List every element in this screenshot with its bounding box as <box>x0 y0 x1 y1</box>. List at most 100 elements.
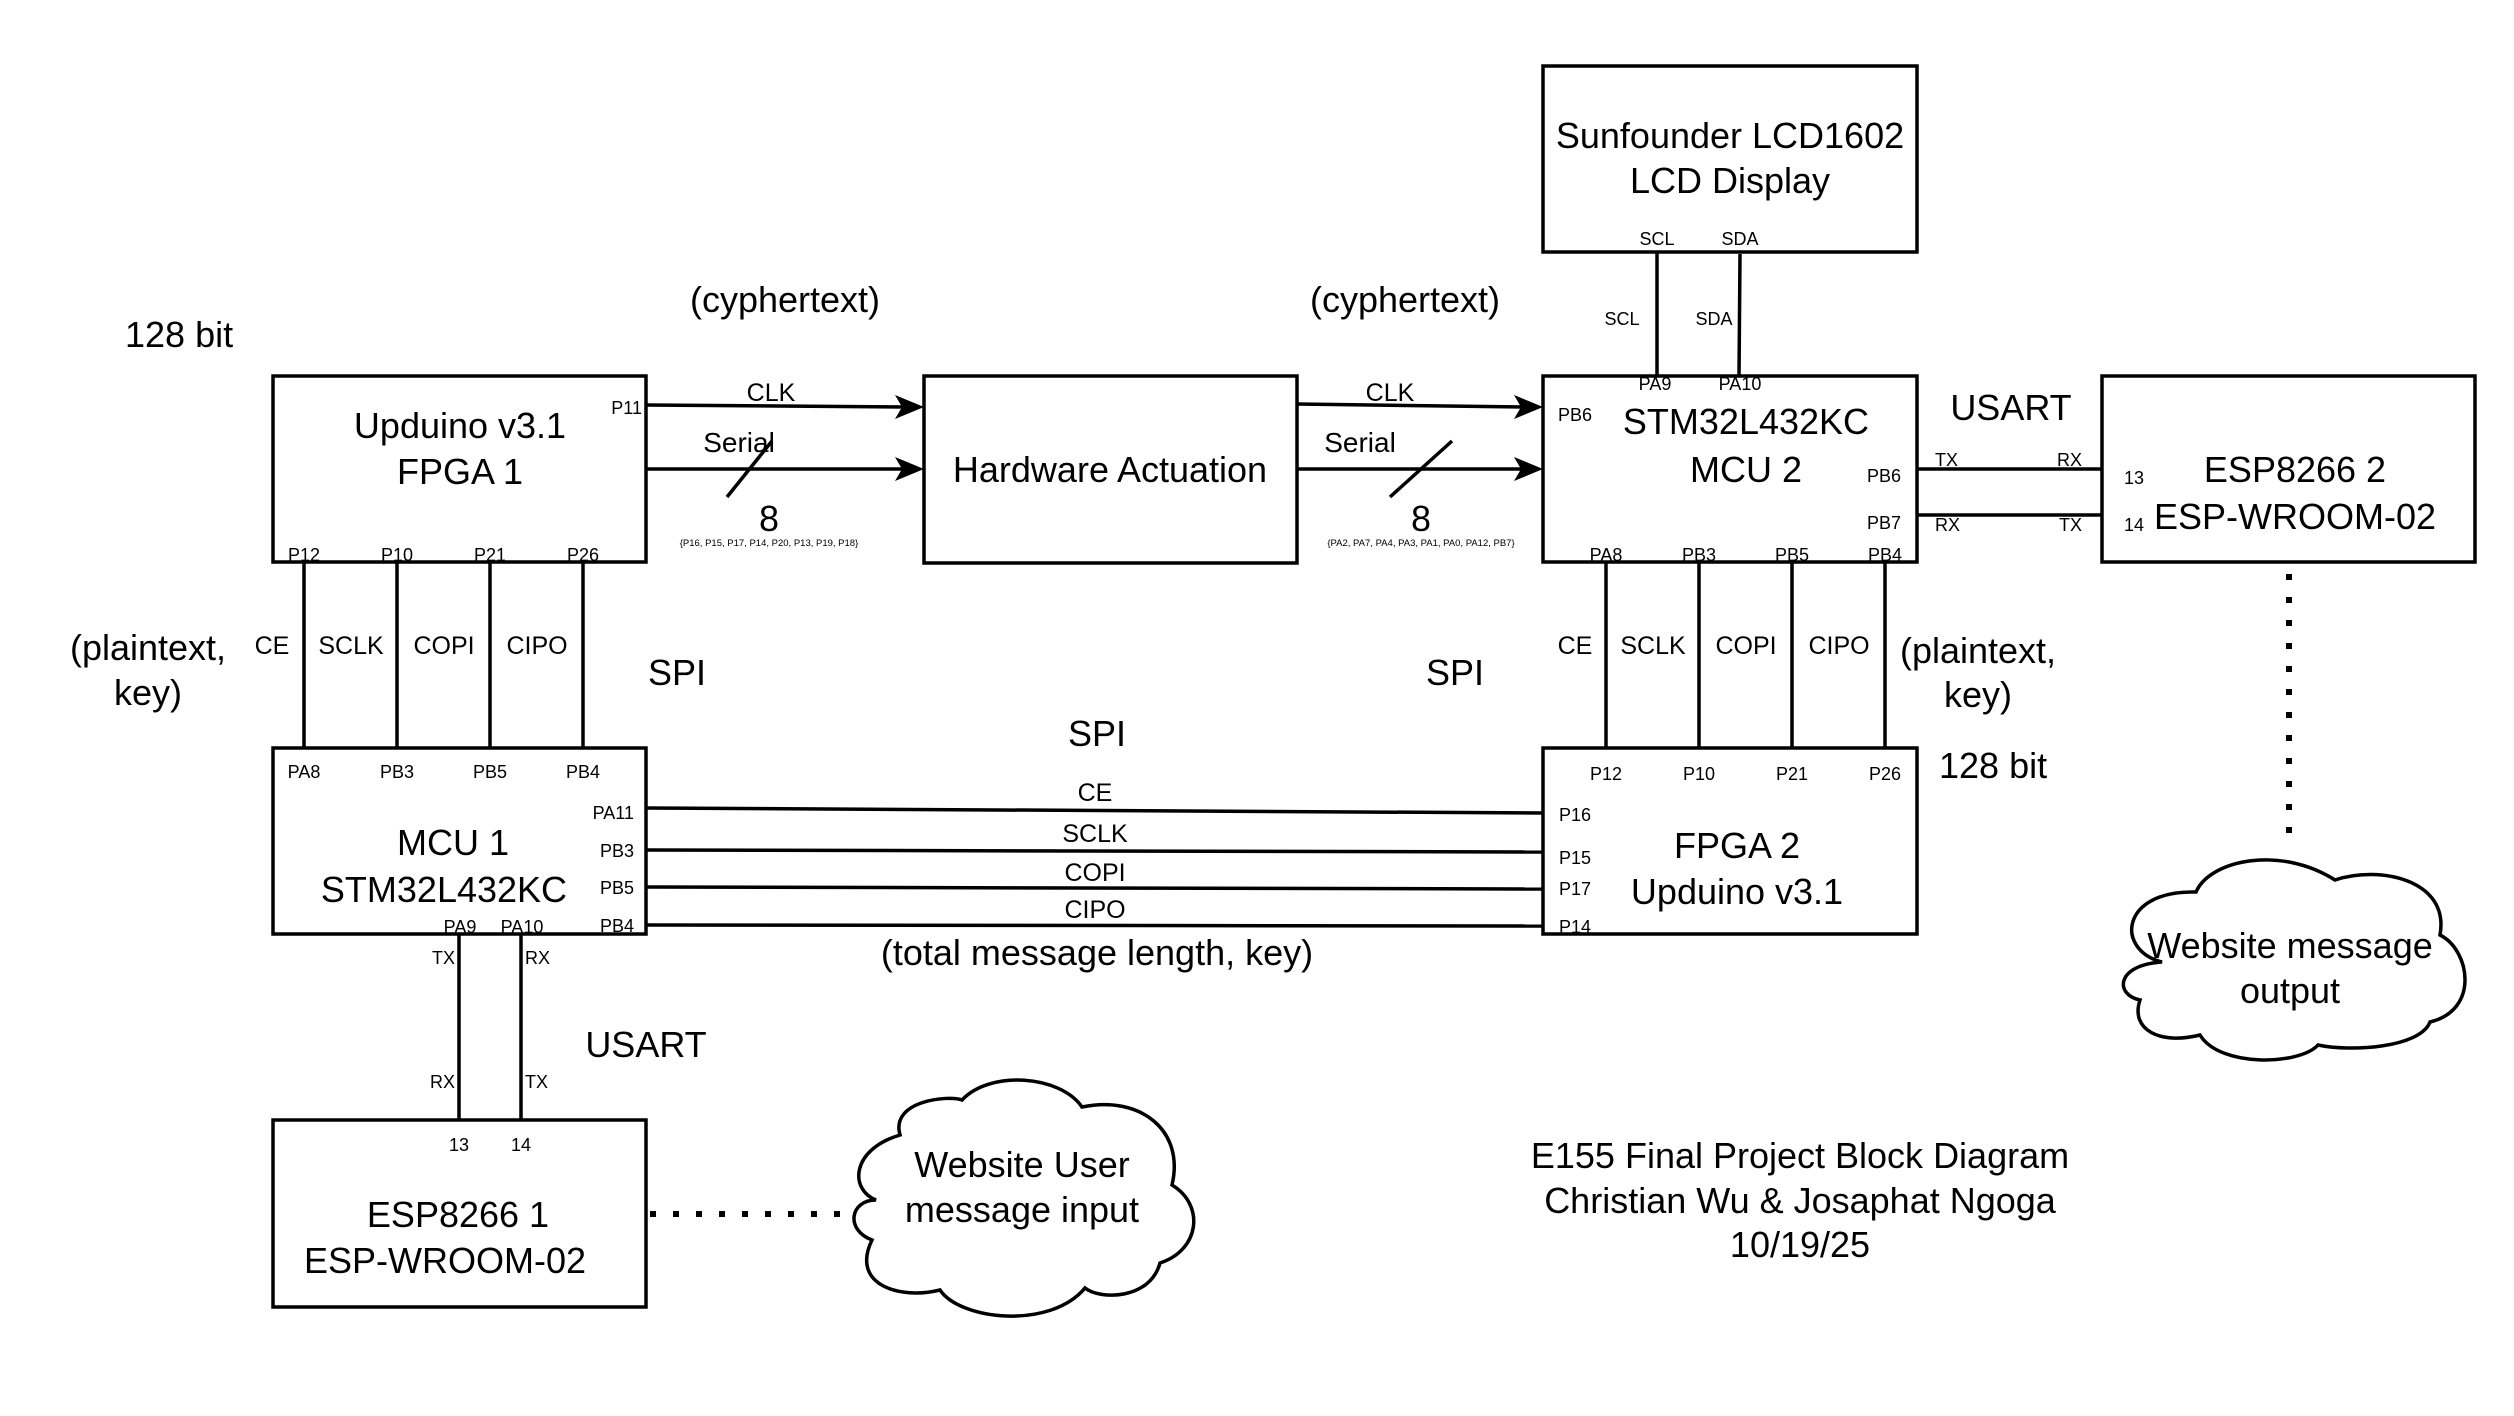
sda-wire <box>1737 253 1742 378</box>
fpga1-line1: Upduino v3.1 <box>354 405 566 446</box>
cloud-website-input[interactable]: Website User message input <box>852 1078 1196 1318</box>
spi-left-copi: COPI <box>413 632 474 660</box>
mcu2-line1: STM32L432KC <box>1623 401 1869 442</box>
mcu1-line1: MCU 1 <box>397 822 509 863</box>
block-mcu1[interactable]: MCU 1 STM32L432KC PA8 PB3 PB5 PB4 PA11 P… <box>271 746 648 937</box>
esp1-pin-13: 13 <box>449 1135 469 1155</box>
lcd-pin-scl: SCL <box>1639 229 1674 249</box>
fpga2-pin-sclk-top: P10 <box>1683 764 1715 784</box>
block-fpga2[interactable]: FPGA 2 Upduino v3.1 P12 P10 P21 P26 P16 … <box>1541 746 1919 937</box>
mcu1-pin-cipo: PB4 <box>600 916 634 936</box>
clk-wire-fpga1-hw <box>645 403 906 409</box>
fpga2-line1: FPGA 2 <box>1674 825 1800 866</box>
mcu2-pin-tx: PB6 <box>1867 466 1901 486</box>
clk-label-left: CLK <box>747 379 796 407</box>
block-esp2[interactable]: ESP8266 2 ESP-WROOM-02 13 14 <box>2100 374 2477 564</box>
usart1-tx-top: TX <box>432 948 455 968</box>
bus-label-sclk: SCLK <box>1062 820 1128 848</box>
wires <box>302 252 2292 1217</box>
bus-note-label: (total message length, key) <box>881 932 1313 973</box>
fpga1-pin-copi: P21 <box>474 545 506 565</box>
mcu1-pin-copi: PB5 <box>600 878 634 898</box>
mcu2-pin-cipo: PB4 <box>1868 545 1902 565</box>
mcu1-pin-ce: PA11 <box>593 803 634 823</box>
esp2-pin-14: 14 <box>2124 515 2144 535</box>
mcu1-pin-ce-top: PA8 <box>288 762 321 782</box>
width-label-right: 8 <box>1411 498 1431 539</box>
block-lcd[interactable]: Sunfounder LCD1602 LCD Display SCL SDA <box>1541 64 1919 254</box>
mcu1-pin-sclk-top: PB3 <box>380 762 414 782</box>
plaintext-left-line2: key) <box>114 672 182 713</box>
mcu2-pin-scl: PA9 <box>1639 374 1672 394</box>
fpga2-pin-cipo-top: P26 <box>1869 764 1901 784</box>
fpga1-line2: FPGA 1 <box>397 451 523 492</box>
hw-label: Hardware Actuation <box>953 449 1267 490</box>
cyphertext-right-label: (cyphertext) <box>1310 279 1500 320</box>
spi-right-label: SPI <box>1426 652 1484 693</box>
bus-slash-left <box>725 439 774 499</box>
bus-label-cipo: CIPO <box>1064 896 1125 924</box>
mcu2-pin-copi: PB5 <box>1775 545 1809 565</box>
fpga2-pin-ce: P16 <box>1559 805 1591 825</box>
cloud-output-line2: output <box>2240 970 2340 1011</box>
spi-bus-sclk <box>645 848 1544 854</box>
serial-arrowhead-left <box>895 457 924 481</box>
block-fpga1[interactable]: Upduino v3.1 FPGA 1 P11 P12 P10 P21 P26 <box>271 374 648 565</box>
spi-bus-cipo <box>645 923 1544 928</box>
mcu2-line2: MCU 2 <box>1690 449 1802 490</box>
bits-left-label: 128 bit <box>125 314 233 355</box>
mcu2-pin-rx: PB7 <box>1867 513 1901 533</box>
fpga1-pin-sclk: P10 <box>381 545 413 565</box>
spi-bus-ce <box>645 806 1544 815</box>
spi-left-sclk: SCLK <box>318 632 384 660</box>
mcu1-pin-rx: PA10 <box>501 917 544 937</box>
serial-label-left: Serial <box>703 427 775 458</box>
fpga2-line2: Upduino v3.1 <box>1631 871 1843 912</box>
spi-right-cipo: CIPO <box>1808 632 1869 660</box>
bus-slash-right <box>1388 439 1454 499</box>
mcu1-pin-copi-top: PB5 <box>473 762 507 782</box>
fpga1-pin-p11: P11 <box>611 398 642 418</box>
usart1-rx-bottom: RX <box>430 1072 455 1092</box>
block-mcu2[interactable]: STM32L432KC MCU 2 PB6 PA9 PA10 PB6 PB7 P… <box>1541 374 1919 565</box>
spi-right-sclk: SCLK <box>1620 632 1686 660</box>
mcu2-pin-sda: PA10 <box>1719 374 1762 394</box>
spi-mid-label: SPI <box>1068 713 1126 754</box>
spi-left-label: SPI <box>648 652 706 693</box>
clk-arrowhead-left <box>895 395 924 419</box>
fpga2-pin-ce-top: P12 <box>1590 764 1622 784</box>
fpga2-pin-copi-top: P21 <box>1776 764 1808 784</box>
serial-pins-right: {PA2, PA7, PA4, PA3, PA1, PA0, PA12, PB7… <box>1327 538 1514 549</box>
title-line2: Christian Wu & Josaphat Ngoga <box>1544 1180 2057 1221</box>
clk-label-right: CLK <box>1366 379 1415 407</box>
spi-bus-copi <box>645 885 1544 891</box>
fpga2-pin-cipo: P14 <box>1559 917 1591 937</box>
usart-bottom-label: USART <box>585 1024 706 1065</box>
scl-wire-label: SCL <box>1604 309 1639 329</box>
cloud-input-line2: message input <box>905 1189 1139 1230</box>
sda-wire-label: SDA <box>1695 309 1732 329</box>
annotations: 128 bit 128 bit (cyphertext) (cyphertext… <box>70 279 2082 1092</box>
block-hardware-actuation[interactable]: Hardware Actuation <box>922 374 1299 565</box>
title-block: E155 Final Project Block Diagram Christi… <box>1531 1135 2069 1265</box>
esp1-pin-14: 14 <box>511 1135 531 1155</box>
bits-right-label: 128 bit <box>1939 745 2047 786</box>
usart1-rx-top: RX <box>525 948 550 968</box>
usart2-tx-right: TX <box>2059 515 2082 535</box>
usart-top-label: USART <box>1950 387 2071 428</box>
cloud-website-output[interactable]: Website message output <box>2121 858 2467 1062</box>
block-esp1[interactable]: ESP8266 1 ESP-WROOM-02 13 14 <box>271 1118 648 1309</box>
mcu1-pin-tx: PA9 <box>444 917 477 937</box>
mcu2-pin-sclk: PB3 <box>1682 545 1716 565</box>
spi-right-copi: COPI <box>1715 632 1776 660</box>
title-line1: E155 Final Project Block Diagram <box>1531 1135 2069 1176</box>
mcu2-pin-clk-in: PB6 <box>1558 405 1592 425</box>
clk-wire-hw-mcu2 <box>1296 402 1525 409</box>
spi-left-cipo: CIPO <box>506 632 567 660</box>
plaintext-left-line1: (plaintext, <box>70 627 226 668</box>
usart2-rx-left: RX <box>1935 515 1960 535</box>
fpga2-pin-copi: P17 <box>1559 879 1591 899</box>
fpga1-pin-ce: P12 <box>288 545 320 565</box>
bus-label-copi: COPI <box>1064 859 1125 887</box>
